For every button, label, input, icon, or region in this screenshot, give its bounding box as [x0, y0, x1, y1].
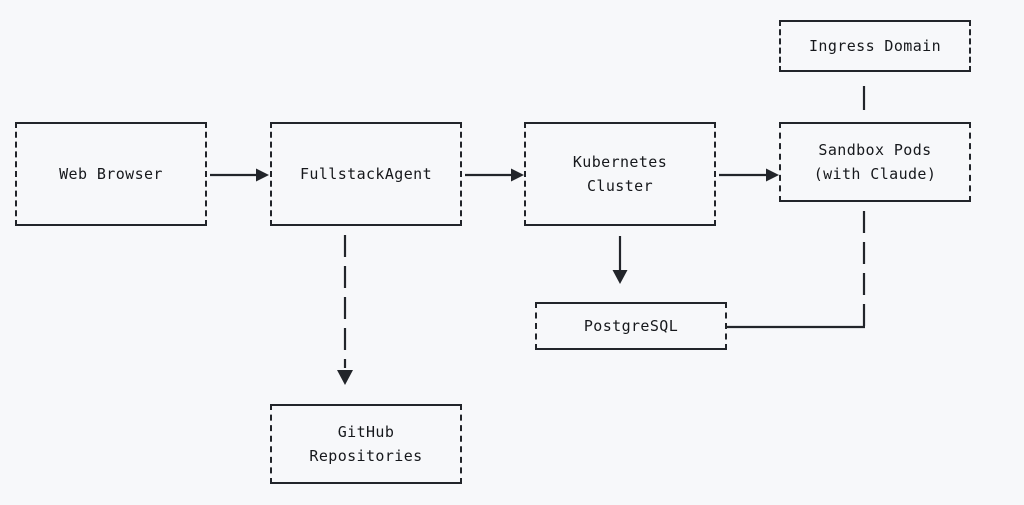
edge-agent-to-github: [337, 235, 353, 385]
node-label-line: FullstackAgent: [299, 165, 433, 183]
node-label-line: Ingress Domain: [808, 37, 942, 55]
node-postgresql[interactable]: PostgreSQL: [535, 302, 727, 350]
edge-cluster-to-sandbox: [719, 168, 779, 182]
edge-browser-to-agent: [210, 168, 269, 182]
node-label-line: GitHub: [337, 423, 395, 441]
node-label-line: Web Browser: [59, 165, 163, 183]
node-label-line: Cluster: [586, 177, 653, 195]
node-fullstack-agent[interactable]: FullstackAgent: [270, 122, 462, 226]
node-label-line: (with Claude): [813, 165, 937, 183]
node-web-browser[interactable]: Web Browser: [15, 122, 207, 226]
node-label-line: Repositories: [309, 447, 423, 465]
edge-cluster-to-postgres: [612, 236, 628, 284]
node-label-line: PostgreSQL: [583, 317, 679, 335]
node-label-line: Kubernetes: [572, 153, 668, 171]
edge-sandbox-to-postgres: [727, 211, 866, 329]
node-sandbox-pods[interactable]: Sandbox Pods (with Claude): [779, 122, 971, 202]
node-label-line: Sandbox Pods: [818, 141, 932, 159]
edge-agent-to-cluster: [465, 168, 524, 182]
node-ingress-domain[interactable]: Ingress Domain: [779, 20, 971, 72]
